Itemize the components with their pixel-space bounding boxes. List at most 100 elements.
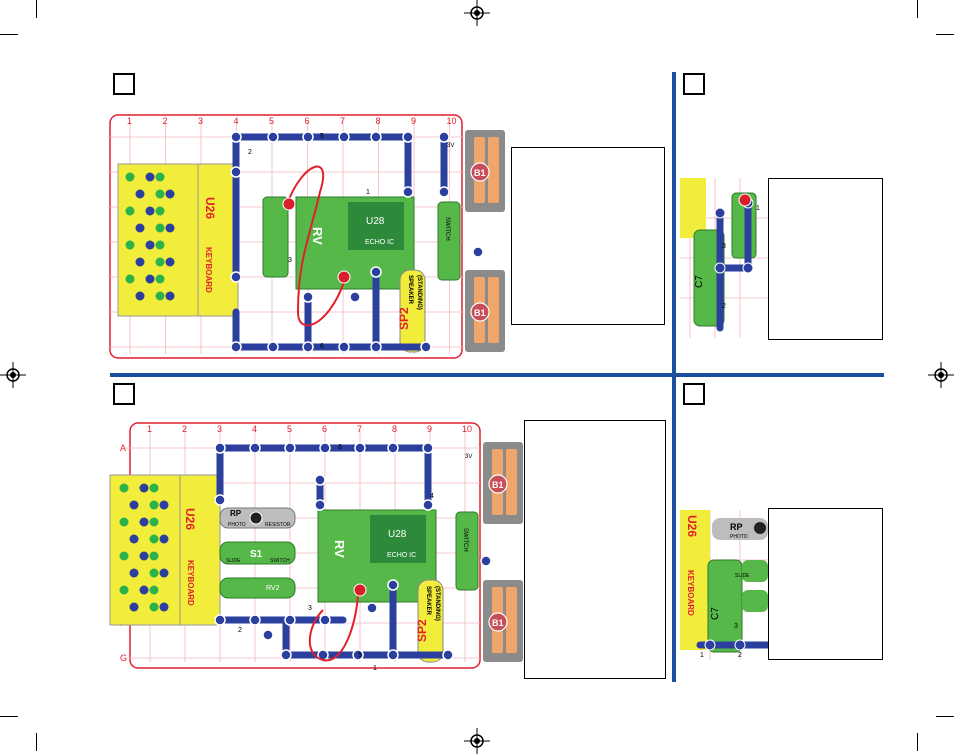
column-label: 7	[340, 116, 345, 126]
speaker-sub-label: (STANDING)	[416, 275, 422, 310]
snap-connector	[438, 186, 450, 198]
wire-connector-icon	[282, 197, 296, 211]
level-number: 3	[734, 623, 738, 630]
speaker-id-label: SP2	[415, 619, 429, 642]
c7-label: C7	[710, 607, 721, 620]
snap-connector	[314, 499, 326, 511]
snap-connector	[338, 341, 350, 353]
key-button	[159, 568, 169, 578]
description-box	[524, 420, 666, 679]
snap-connector	[319, 614, 331, 626]
snap-connector	[267, 131, 279, 143]
snap-connector	[284, 442, 296, 454]
snap-connector	[387, 579, 399, 591]
snap-connector	[214, 494, 226, 506]
level-number: 6	[320, 343, 324, 350]
snap-connector	[302, 131, 314, 143]
description-box	[768, 178, 883, 340]
column-label: 7	[357, 424, 362, 434]
column-label: 3	[217, 424, 222, 434]
snap-connector	[319, 442, 331, 454]
snap-connector	[262, 629, 274, 641]
jumper-wire	[308, 594, 359, 662]
column-label: 5	[269, 116, 274, 126]
snap-connector	[422, 442, 434, 454]
c7-label: C7	[694, 275, 705, 288]
keyboard-module	[117, 163, 199, 317]
level-number: 3	[308, 605, 312, 612]
level-number: 2	[722, 303, 726, 310]
row-label: G	[120, 653, 127, 663]
key-button	[125, 274, 135, 284]
registration-mark-icon	[928, 362, 954, 388]
snap-connector	[422, 499, 434, 511]
key-button	[119, 517, 129, 527]
snap-connector	[267, 341, 279, 353]
step-number-box	[683, 73, 705, 95]
slide-switch-module	[219, 541, 296, 565]
wire-connector-icon	[337, 270, 351, 284]
key-button	[145, 240, 155, 250]
rp-label: RP	[730, 522, 743, 532]
key-button	[129, 500, 139, 510]
snap-connector	[352, 649, 364, 661]
column-label: 9	[427, 424, 432, 434]
key-button	[159, 534, 169, 544]
level-number: 2	[738, 652, 742, 659]
key-button	[155, 206, 165, 216]
level-number: 3	[722, 243, 726, 250]
registration-mark-icon	[464, 728, 490, 754]
switch-label: SWITCH	[270, 558, 290, 564]
circuit-board-partial: U26 KEYBOARD RP PHOTO C7 SLIDE 3 2 1	[680, 510, 768, 660]
snap-connector	[366, 602, 378, 614]
rp-label: RP	[230, 509, 242, 518]
level-number: 2	[248, 149, 252, 156]
row-label: A	[120, 443, 126, 453]
crop-mark	[917, 733, 918, 751]
speaker-label: SPEAKER	[425, 586, 431, 616]
column-label: 1	[127, 116, 132, 126]
snap-connector	[230, 271, 242, 283]
snap-connector	[302, 341, 314, 353]
key-button	[165, 257, 175, 267]
snap-connector	[420, 341, 432, 353]
switch-label: SWITCH	[462, 528, 468, 552]
snap-connector	[249, 614, 261, 626]
key-button	[145, 206, 155, 216]
key-button	[159, 602, 169, 612]
step-number-box	[683, 383, 705, 405]
echo-ic-label: ECHO IC	[365, 239, 394, 246]
battery-label: B1	[474, 308, 486, 318]
snap-connector	[214, 442, 226, 454]
speaker-sub-label: (STANDING)	[434, 586, 440, 621]
key-button	[119, 483, 129, 493]
registration-mark-icon	[0, 362, 26, 388]
key-button	[155, 257, 165, 267]
column-label: 9	[411, 116, 416, 126]
switch-module	[455, 511, 479, 591]
key-button	[125, 172, 135, 182]
speaker-label: SPEAKER	[407, 275, 413, 305]
echo-ic-id-label: U28	[366, 216, 385, 227]
battery-label: B1	[474, 168, 486, 178]
snap-connector	[249, 442, 261, 454]
key-button	[145, 274, 155, 284]
key-button	[119, 585, 129, 595]
column-label: 2	[182, 424, 187, 434]
keyboard-module	[109, 474, 181, 626]
section-divider-horizontal	[110, 373, 884, 377]
level-number: 3	[288, 257, 292, 264]
column-label: 10	[447, 116, 457, 126]
snap-connector	[214, 614, 226, 626]
echo-ic-label: ECHO IC	[387, 552, 416, 559]
wire-connector-icon	[738, 193, 752, 207]
battery-label: B1	[492, 618, 504, 628]
key-button	[145, 172, 155, 182]
switch-module	[437, 201, 461, 281]
snap-connector	[354, 442, 366, 454]
key-button	[155, 172, 165, 182]
level-number: 6	[338, 444, 342, 451]
slide-label: SLIDE	[735, 573, 750, 579]
snap-connector	[370, 341, 382, 353]
